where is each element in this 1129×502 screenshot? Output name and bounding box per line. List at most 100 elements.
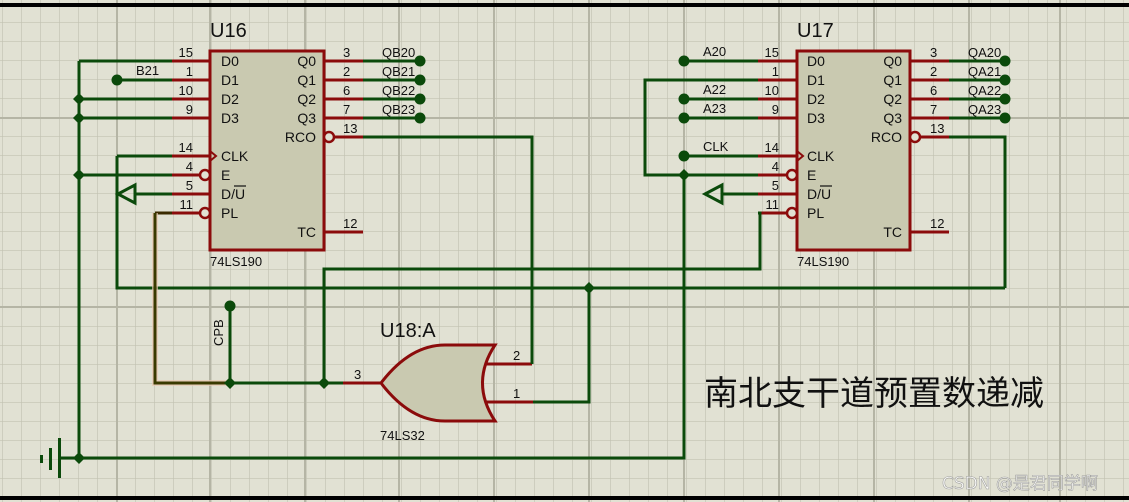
u17-pin-num: 3 [930, 45, 937, 60]
junction-node [678, 169, 690, 181]
wire-u17-d1-loop [643, 78, 758, 177]
u17-pin-name: D0 [807, 53, 825, 69]
chip-u16[interactable]: U16 74LS190 15 1 10 9 14 4 5 11 D0 D1 D2… [136, 20, 415, 269]
junction-node [73, 452, 85, 464]
u16-pin-name: CLK [221, 148, 249, 164]
u16-pin-num: 6 [343, 83, 350, 98]
wire-u17-inputs [684, 59, 758, 158]
junction-node [414, 93, 426, 105]
top-border [0, 3, 1129, 7]
u17-e-bubble [785, 168, 799, 182]
u16-pin-num: 1 [186, 64, 193, 79]
u17-pin-name: Q0 [883, 53, 902, 69]
u16-pin-num: 3 [343, 45, 350, 60]
junction-nodes [73, 55, 1011, 464]
u16-body[interactable] [208, 49, 326, 252]
gate-u18[interactable]: U18:A 74LS32 3 2 1 [343, 320, 533, 443]
u16-pin-name: Q2 [297, 91, 316, 107]
u17-part: 74LS190 [797, 254, 849, 269]
junction-node [678, 150, 690, 162]
u17-pin-name: TC [883, 224, 902, 240]
u17-pin-name: D1 [807, 72, 825, 88]
u16-pin-num: 12 [343, 216, 357, 231]
u17-pin-num: 12 [930, 216, 944, 231]
terminal-arrow-icon [701, 182, 724, 206]
u17-pin-num: 5 [772, 178, 779, 193]
u16-pin-num: 5 [186, 178, 193, 193]
u16-part: 74LS190 [210, 254, 262, 269]
wire-or-in1 [533, 288, 591, 404]
u16-rco-bubble [322, 130, 336, 144]
u18-ref: U18:A [380, 320, 436, 342]
u18-pin-num: 2 [513, 348, 520, 363]
u16-pin-name: Q0 [297, 53, 316, 69]
u17-pin-name: D3 [807, 110, 825, 126]
u17-pin-name: PL [807, 205, 824, 221]
u16-pin-num: 10 [179, 83, 193, 98]
net-label-qb21: QB21 [382, 64, 415, 79]
u16-pin-name: D/U [221, 186, 245, 202]
net-label-a20: A20 [703, 44, 726, 59]
junction-node [224, 377, 236, 389]
net-label-qa23: QA23 [968, 102, 1001, 117]
wire-u17-pl [322, 211, 762, 383]
wire-u17-rco [949, 135, 1007, 288]
or-gate-body[interactable] [379, 343, 498, 423]
wire-qb-outputs [363, 59, 420, 120]
u16-ref: U16 [210, 20, 247, 42]
junction-node [73, 169, 85, 181]
u17-pin-num: 1 [772, 64, 779, 79]
u17-pin-num: 2 [930, 64, 937, 79]
u17-pin-name: Q1 [883, 72, 902, 88]
u16-pin-num: 9 [186, 102, 193, 117]
wire-qa-outputs [949, 59, 1005, 120]
u16-pin-num: 11 [180, 197, 194, 212]
junction-node [73, 93, 85, 105]
bottom-border [0, 496, 1129, 500]
u16-left-pins [172, 59, 210, 215]
u16-e-bubble [198, 168, 212, 182]
net-label-a23: A23 [703, 101, 726, 116]
u17-pin-name: E [807, 167, 816, 183]
u16-pin-name: Q1 [297, 72, 316, 88]
u16-pin-num: 15 [179, 45, 193, 60]
u16-pin-name: E [221, 167, 230, 183]
junction-node [414, 74, 426, 86]
junction-node [111, 74, 123, 86]
u17-pin-name: RCO [871, 129, 902, 145]
u18-part: 74LS32 [380, 428, 425, 443]
u16-right-pins [324, 59, 363, 234]
junction-node [678, 93, 690, 105]
wire-u16-clk [115, 154, 1005, 290]
wires [59, 59, 1007, 460]
junction-node [999, 93, 1011, 105]
u17-pin-num: 7 [930, 102, 937, 117]
junction-node [414, 112, 426, 124]
u16-pin-name: D1 [221, 72, 239, 88]
net-label-cpb: CPB [211, 319, 226, 346]
u17-pin-name: D2 [807, 91, 825, 107]
terminal-arrow-icon [114, 182, 137, 206]
u17-pin-name: CLK [807, 148, 835, 164]
junction-node [73, 112, 85, 124]
junction-node [318, 377, 330, 389]
u16-pin-name: D2 [221, 91, 239, 107]
u17-pin-num: 10 [765, 83, 779, 98]
wire-u16-pl [153, 213, 230, 385]
u16-pin-name: D3 [221, 110, 239, 126]
u17-body[interactable] [795, 49, 912, 252]
wire-ground-bus [79, 175, 686, 460]
u16-pin-num: 14 [179, 140, 193, 155]
u17-pin-name: Q2 [883, 91, 902, 107]
u17-pin-num: 13 [930, 121, 944, 136]
u16-pin-name: PL [221, 205, 238, 221]
u16-pin-num: 4 [186, 159, 193, 174]
u17-pl-bubble [785, 206, 799, 220]
junction-node [678, 55, 690, 67]
chip-u17[interactable]: U17 74LS190 15 1 10 9 14 4 5 11 D0 D1 D2… [703, 20, 1001, 269]
junction-node [999, 112, 1011, 124]
wire-u16-rco [363, 135, 534, 364]
diagram-title: 南北支干道预置数递减 [704, 374, 1044, 414]
